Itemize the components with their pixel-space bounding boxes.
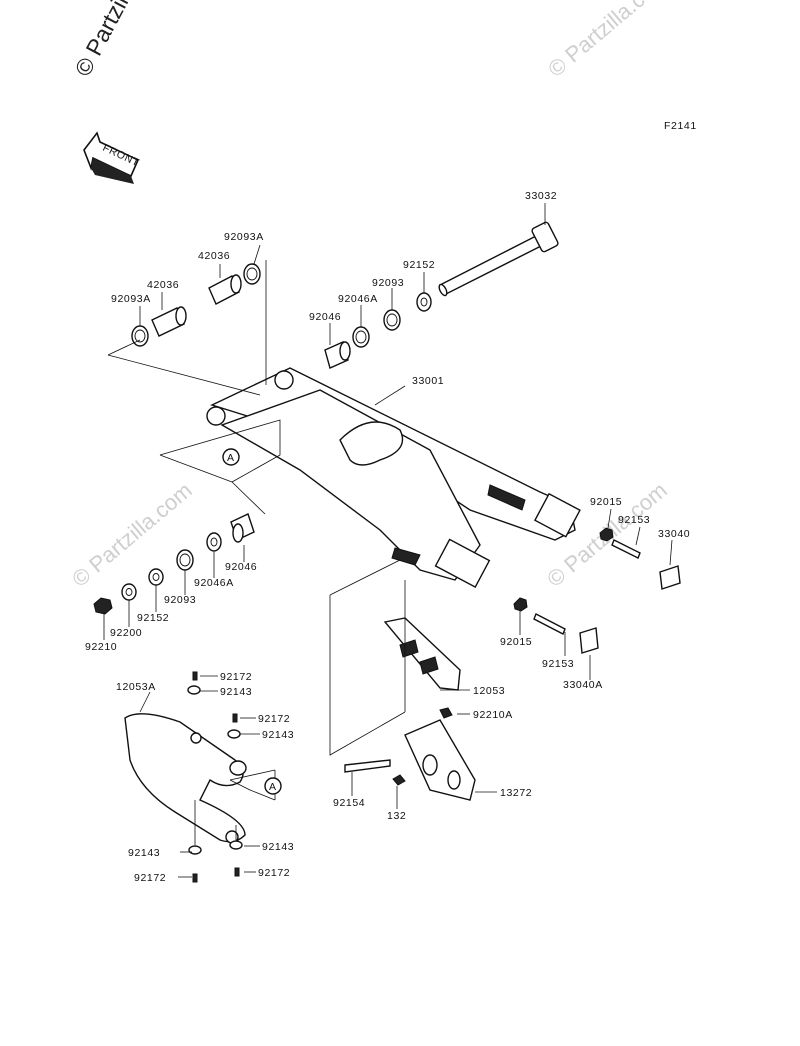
watermark-mid-left: © Partzilla.com xyxy=(67,477,197,591)
part-label: 92046 xyxy=(309,311,341,323)
svg-text:A: A xyxy=(227,452,235,464)
part-label: 33032 xyxy=(525,190,557,202)
svg-text:© Partzilla.com: © Partzilla.com xyxy=(67,477,197,591)
part-label: 33040 xyxy=(658,528,690,540)
part-label: 92200 xyxy=(110,627,142,639)
lower-left-hardware xyxy=(93,513,255,615)
svg-text:A: A xyxy=(269,781,277,793)
part-label: 42036 xyxy=(198,250,230,262)
part-label: 92143 xyxy=(128,847,160,859)
part-labels: 33032 92093A 42036 42036 92093A 92152 92… xyxy=(85,190,690,884)
part-label: 92152 xyxy=(403,259,435,271)
part-label: 92143 xyxy=(262,841,294,853)
leader-lines xyxy=(103,203,673,878)
axle-33032 xyxy=(438,221,559,297)
swingarm-33001 xyxy=(206,367,581,588)
part-label: 92152 xyxy=(137,612,169,624)
part-label: 92172 xyxy=(258,713,290,725)
part-label: 92172 xyxy=(220,671,252,683)
part-label: 13272 xyxy=(500,787,532,799)
part-label: 92015 xyxy=(590,496,622,508)
part-label: 33001 xyxy=(412,375,444,387)
torque-link-12053A xyxy=(124,713,247,844)
part-label: 92153 xyxy=(618,514,650,526)
watermark-top-right: © Partzilla.com xyxy=(543,0,673,82)
svg-text:© Partzilla.com: © Partzilla.com xyxy=(543,0,673,82)
part-label: 92093A xyxy=(224,231,264,243)
part-label: 92093 xyxy=(164,594,196,606)
part-label: 92154 xyxy=(333,797,365,809)
watermark-main: © Partzilla xyxy=(69,0,141,80)
svg-text:© Partzilla: © Partzilla xyxy=(69,0,141,80)
part-label: 92015 xyxy=(500,636,532,648)
right-hardware xyxy=(513,527,681,654)
ref-marker-a-lower: A xyxy=(264,777,282,795)
figure-code: F2141 xyxy=(664,120,697,132)
part-label: 132 xyxy=(387,810,406,822)
part-label: 12053 xyxy=(473,685,505,697)
part-label: 33040A xyxy=(563,679,603,691)
part-label: 92172 xyxy=(258,867,290,879)
ref-marker-a-upper: A xyxy=(222,448,240,466)
chain-guide-13272 xyxy=(344,707,476,801)
part-label: 92210A xyxy=(473,709,513,721)
part-label: 92046A xyxy=(338,293,378,305)
front-arrow-icon: FRONT xyxy=(83,131,141,184)
part-label: 92093 xyxy=(372,277,404,289)
part-label: 92143 xyxy=(262,729,294,741)
part-label: 42036 xyxy=(147,279,179,291)
chain-slider-12053 xyxy=(383,617,461,691)
part-label: 92153 xyxy=(542,658,574,670)
top-hardware xyxy=(131,263,432,369)
part-label: 12053A xyxy=(116,681,156,693)
part-label: 92046 xyxy=(225,561,257,573)
part-label: 92046A xyxy=(194,577,234,589)
part-label: 92093A xyxy=(111,293,151,305)
part-label: 92172 xyxy=(134,872,166,884)
part-label: 92143 xyxy=(220,686,252,698)
fastener-parts xyxy=(187,671,243,883)
part-label: 92210 xyxy=(85,641,117,653)
